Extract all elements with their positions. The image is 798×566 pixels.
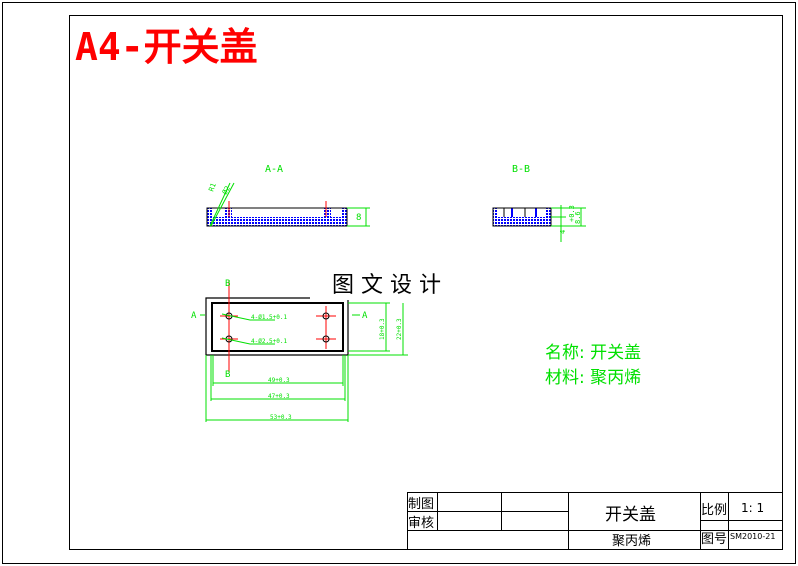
label-checked-by: 审核 (408, 516, 434, 531)
hole (322, 335, 330, 343)
dim-tol: +0.3 (568, 205, 576, 222)
dim-dia: Ø2 (221, 185, 232, 196)
watermark: 图 文 设 计 (332, 273, 441, 298)
part-name: 开关盖 (605, 505, 656, 525)
drawing-title: A4-开关盖 (75, 25, 258, 69)
dim-r: R1 (207, 182, 217, 193)
label-drawn-by: 制图 (408, 497, 434, 512)
section-b-label: B-B (512, 164, 530, 175)
hatch-boss-right (323, 208, 331, 217)
cut-a-right: A (362, 311, 368, 321)
label-drawing-no: 图号 (701, 532, 727, 547)
hatch-base (207, 217, 347, 226)
dim-47: 47+0.3 (268, 393, 290, 400)
cut-a-left: A (191, 311, 197, 321)
dim-22: 22+0.3 (396, 318, 403, 340)
dim-53: 53+0.3 (270, 414, 292, 421)
hole (322, 312, 330, 320)
dim-86: 8.6 (574, 211, 582, 224)
scale-value: 1: 1 (741, 501, 764, 515)
plan-view: B B A A 4-Ø1.5+0.1 4-Ø2.5+0.1 49+0.3 47+… (191, 279, 408, 422)
section-a-a: A-A R1 Ø2 8 (206, 164, 370, 227)
cut-b-bottom: B (225, 370, 230, 380)
cut-b-top: B (225, 279, 230, 289)
hatch-left-wall (207, 208, 213, 217)
note-material: 材料: 聚丙烯 (545, 368, 641, 388)
dim-height: 8 (356, 213, 361, 223)
label-scale: 比例 (701, 503, 727, 518)
section-b-b: B-B 4 +0.3 8.6 (492, 164, 586, 242)
hole-note-1: 4-Ø1.5+0.1 (251, 314, 288, 321)
drawing-no: SM2010-21 (730, 532, 775, 541)
dim-18: 18+0.3 (379, 318, 386, 340)
title-block: 制图 审核 开关盖 聚丙烯 比例 1: 1 图号 SM2010-21 (407, 492, 783, 550)
note-name: 名称: 开关盖 (545, 343, 641, 363)
hatch-right-wall (341, 208, 347, 217)
section-a-label: A-A (265, 164, 283, 175)
hatch-boss-left (224, 208, 232, 217)
hole-note-2: 4-Ø2.5+0.1 (251, 338, 288, 345)
part-material: 聚丙烯 (612, 534, 651, 549)
dim-49: 49+0.3 (268, 377, 290, 384)
dim-4: 4 (559, 230, 567, 234)
